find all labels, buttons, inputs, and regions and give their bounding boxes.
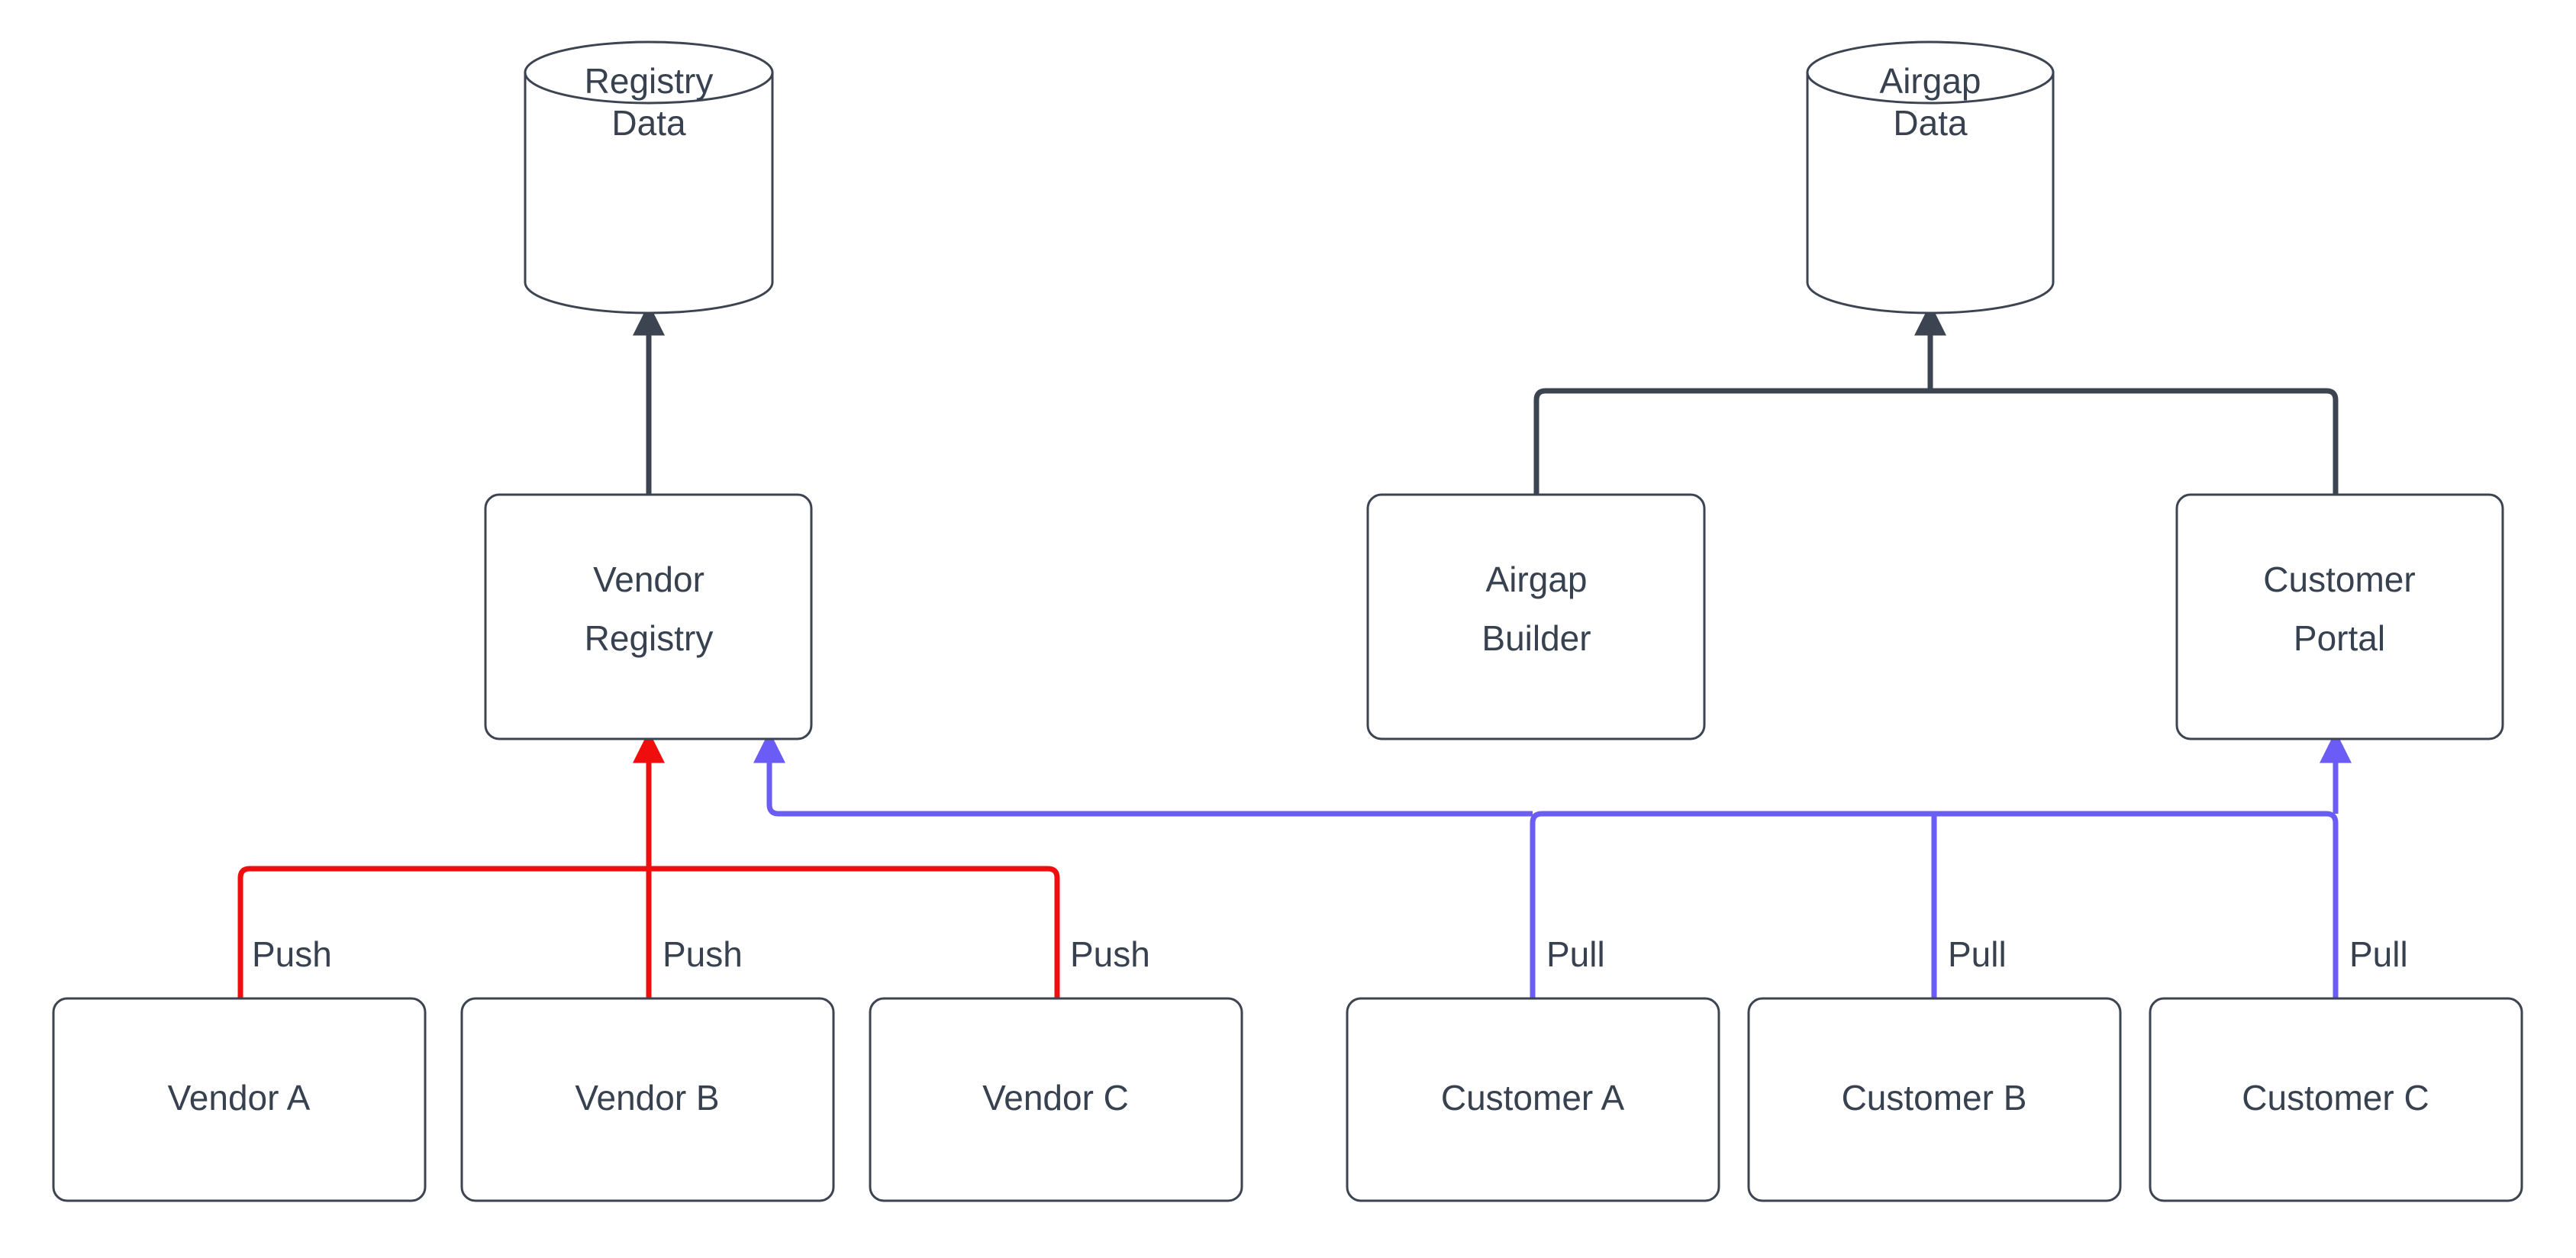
edge-label-push-vendor-a: Push (252, 934, 332, 974)
actor-vendor-c-label: Vendor C (982, 1078, 1129, 1118)
edge-push-bus (237, 731, 1060, 998)
actor-vendor-a-label: Vendor A (168, 1078, 311, 1118)
actor-customer-a[interactable]: Customer A (1346, 997, 1720, 1202)
service-customer-portal-label-line2: Portal (2294, 618, 2385, 658)
service-vendor-registry[interactable]: Vendor Registry (484, 493, 813, 740)
service-customer-portal[interactable]: Customer Portal (2175, 493, 2504, 740)
service-airgap-builder[interactable]: Airgap Builder (1366, 493, 1706, 740)
actor-vendor-b[interactable]: Vendor B (460, 997, 835, 1202)
actor-customer-c[interactable]: Customer C (2149, 997, 2523, 1202)
service-vendor-registry-label-line2: Registry (585, 618, 714, 658)
actor-customer-b[interactable]: Customer B (1747, 997, 2122, 1202)
datastore-airgap-data-label-line1: Airgap (1880, 61, 1981, 101)
edge-label-push-vendor-b: Push (663, 934, 743, 974)
service-vendor-registry-label-line1: Vendor (593, 560, 704, 599)
actor-vendor-a[interactable]: Vendor A (52, 997, 427, 1202)
actor-customer-b-label: Customer B (1842, 1078, 2027, 1118)
edge-label-pull-customer-c: Pull (2349, 934, 2408, 974)
edge-customer-portal-to-airgap-data (1930, 388, 2339, 495)
actor-customer-c-label: Customer C (2242, 1078, 2429, 1118)
edge-label-push-vendor-c: Push (1070, 934, 1150, 974)
datastore-registry-data[interactable]: Registry Data (524, 40, 774, 314)
edge-label-pull-customer-a: Pull (1546, 934, 1605, 974)
service-airgap-builder-label-line2: Builder (1481, 618, 1591, 658)
actor-customer-a-label: Customer A (1441, 1078, 1625, 1118)
datastore-registry-data-label-line1: Registry (585, 61, 714, 101)
datastore-registry-data-label-line2: Data (611, 103, 686, 143)
service-customer-portal-label-line1: Customer (2263, 560, 2415, 599)
actor-vendor-c[interactable]: Vendor C (869, 997, 1243, 1202)
service-airgap-builder-label-line1: Airgap (1486, 560, 1588, 599)
actor-vendor-b-label: Vendor B (575, 1078, 719, 1118)
edge-airgap-builder-to-airgap-data (1533, 388, 1930, 495)
edge-pull-bus (753, 731, 2352, 998)
datastore-airgap-data[interactable]: Airgap Data (1806, 40, 2055, 314)
datastore-airgap-data-label-line2: Data (1893, 103, 1968, 143)
edge-label-pull-customer-b: Pull (1948, 934, 2007, 974)
